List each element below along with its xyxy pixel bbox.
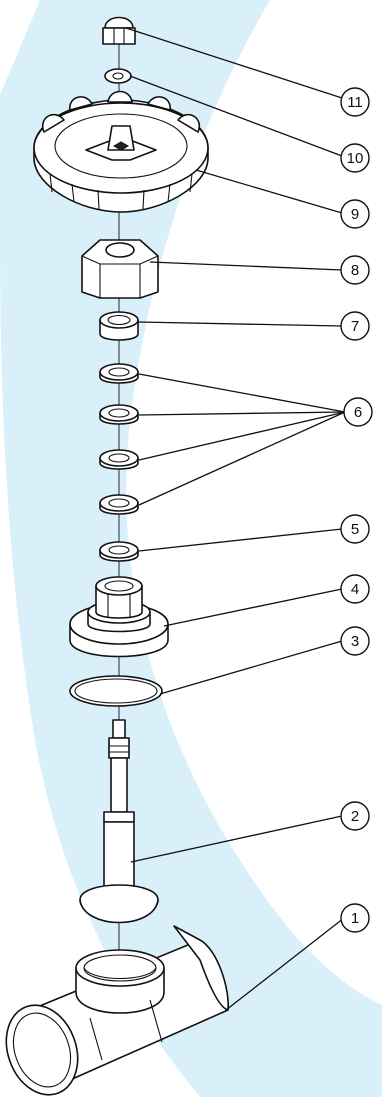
leader-10 bbox=[129, 75, 343, 157]
callout-11-label: 11 bbox=[347, 94, 363, 111]
callout-4-label: 4 bbox=[351, 581, 359, 598]
callout-2: 2 bbox=[340, 801, 370, 831]
leader-6a bbox=[138, 373, 346, 413]
handwheel-part bbox=[33, 90, 209, 213]
leader-lines bbox=[125, 27, 346, 1011]
callout-3-label: 3 bbox=[351, 633, 359, 650]
seal-rings-part bbox=[99, 363, 139, 515]
leader-11 bbox=[125, 27, 343, 99]
leader-3 bbox=[159, 640, 343, 695]
hex-nut-part bbox=[81, 239, 159, 299]
leader-6d bbox=[138, 411, 346, 506]
leader-5 bbox=[138, 528, 343, 552]
leader-9 bbox=[195, 169, 343, 214]
seal-ring-part bbox=[99, 541, 139, 562]
valve-body-part bbox=[5, 925, 229, 1096]
stem-part bbox=[79, 719, 159, 924]
callout-5-label: 5 bbox=[351, 521, 359, 538]
leader-7 bbox=[137, 321, 343, 327]
callout-1-label: 1 bbox=[351, 910, 359, 927]
leader-6b bbox=[138, 411, 346, 416]
callout-7-label: 7 bbox=[351, 318, 359, 335]
washer-part bbox=[104, 68, 132, 84]
callout-8: 8 bbox=[340, 255, 370, 285]
bonnet-part bbox=[69, 576, 169, 658]
callout-2-label: 2 bbox=[351, 808, 359, 825]
callout-4: 4 bbox=[340, 574, 370, 604]
callout-10-label: 10 bbox=[347, 150, 364, 167]
cap-nut-part bbox=[102, 16, 136, 45]
callout-8-label: 8 bbox=[351, 262, 359, 279]
callout-9-label: 9 bbox=[351, 206, 359, 223]
callout-10: 10 bbox=[340, 143, 370, 173]
callout-5: 5 bbox=[340, 514, 370, 544]
callout-9: 9 bbox=[340, 199, 370, 229]
callout-6: 6 bbox=[343, 397, 373, 427]
callout-6-label: 6 bbox=[354, 404, 362, 421]
leader-6c bbox=[138, 411, 346, 461]
bushing-part bbox=[99, 311, 139, 341]
callouts: 11 10 9 8 7 6 5 4 bbox=[340, 87, 373, 933]
callout-3: 3 bbox=[340, 626, 370, 656]
o-ring-part bbox=[69, 675, 163, 707]
leader-1 bbox=[225, 917, 345, 1011]
leader-2 bbox=[130, 815, 343, 863]
callout-7: 7 bbox=[340, 311, 370, 341]
leader-8 bbox=[149, 261, 343, 271]
callout-1: 1 bbox=[340, 903, 370, 933]
leader-4 bbox=[163, 588, 343, 627]
callout-11: 11 bbox=[340, 87, 370, 117]
